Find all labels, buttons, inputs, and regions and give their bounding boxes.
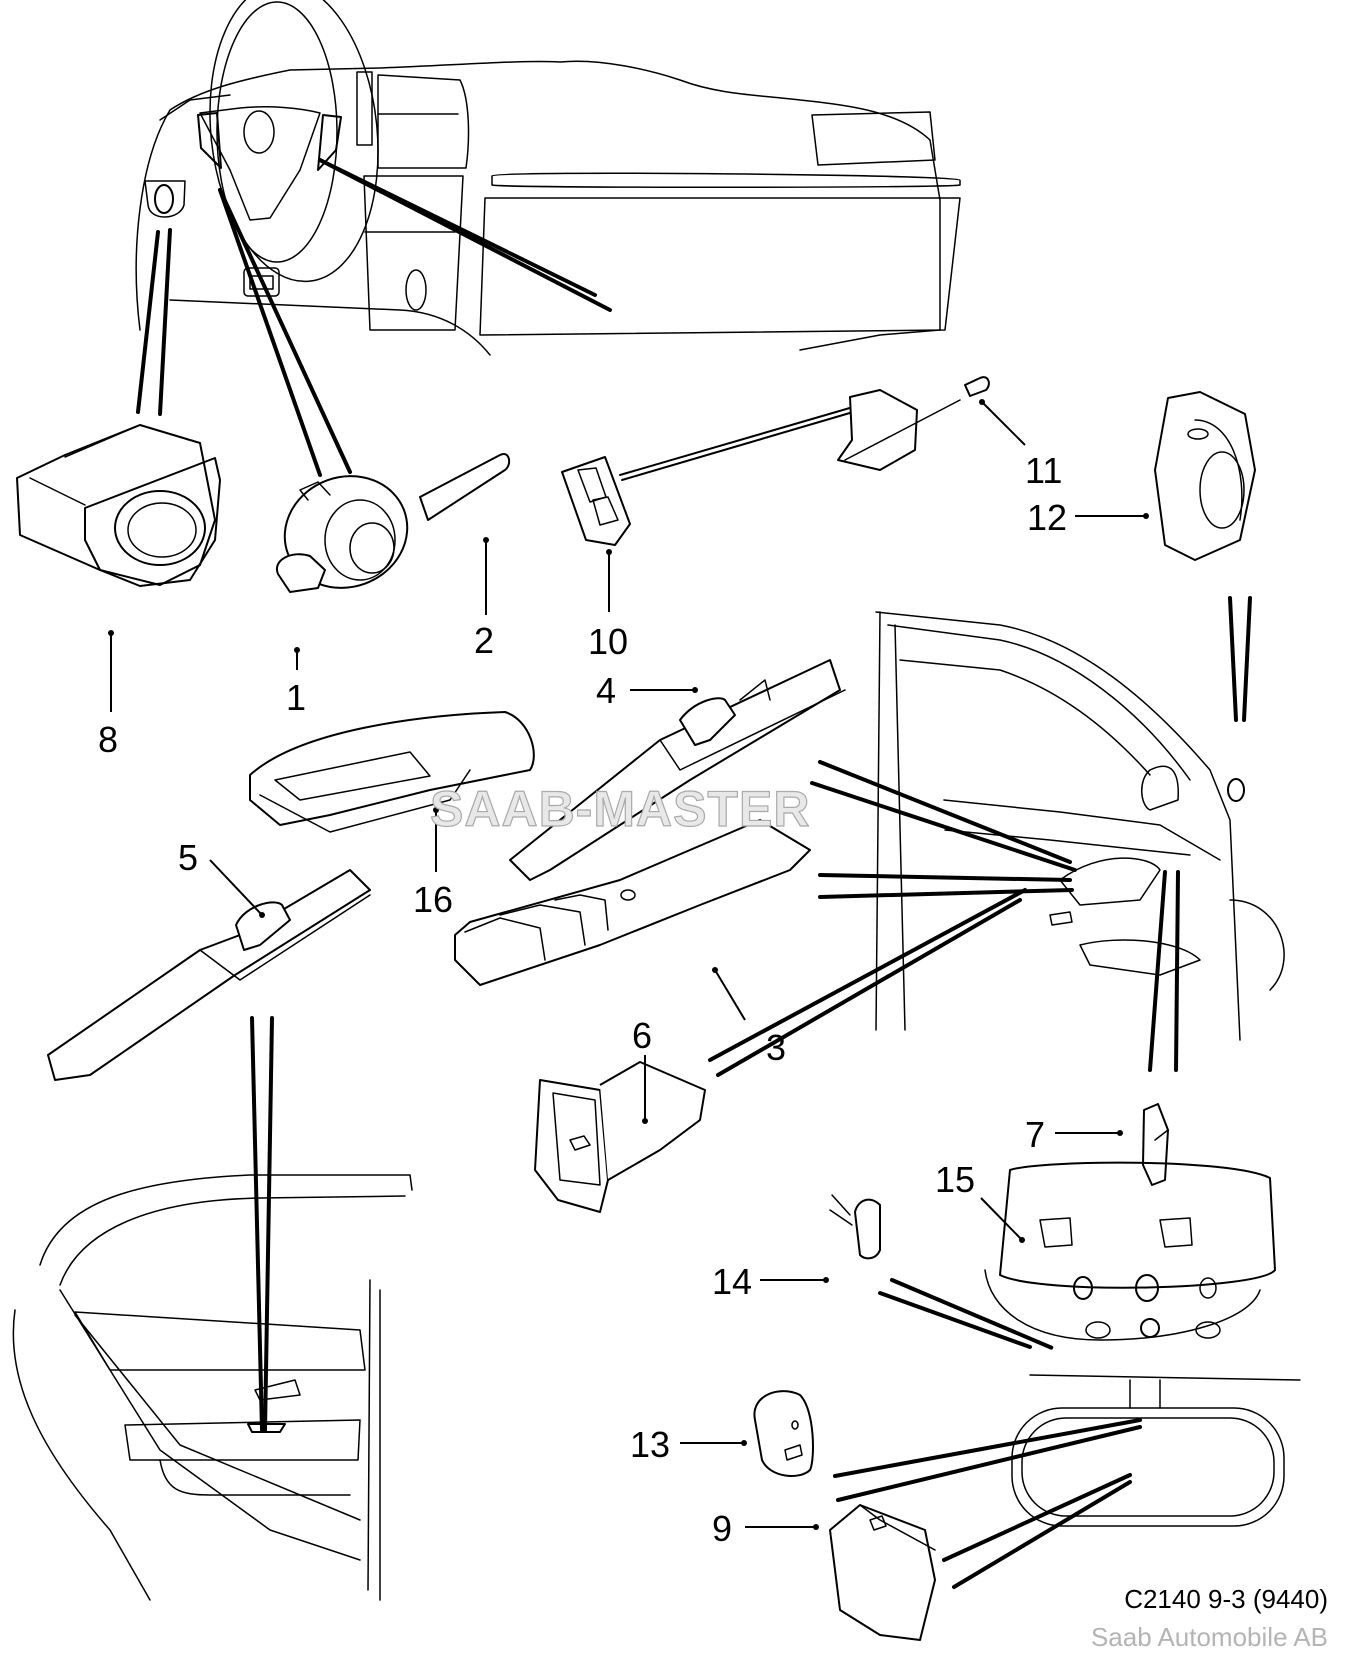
diagram-code-label: C2140 9-3 (9440)	[1124, 1584, 1328, 1614]
svg-text:15: 15	[935, 1159, 975, 1200]
leader-line-9b	[952, 1480, 1132, 1589]
rear-door-illustration	[12, 1174, 413, 1601]
leader-line-4b	[810, 781, 1077, 872]
leader-line-7b	[1174, 870, 1180, 1072]
callout-16[interactable]: 16	[413, 807, 453, 920]
leader-line-3b	[818, 888, 1074, 899]
part-6-trunk-switch	[534, 1061, 706, 1213]
leader-line-12a	[1228, 596, 1238, 722]
leader-line-14a	[890, 1278, 1054, 1350]
callout-15[interactable]: 15	[935, 1159, 1025, 1243]
part-8-light-switch	[16, 424, 221, 587]
callout-13[interactable]: 13	[630, 1424, 747, 1465]
callout-7[interactable]: 7	[1025, 1114, 1123, 1155]
part-4-window-switch	[509, 659, 846, 881]
svg-text:8: 8	[98, 719, 118, 760]
part-9-sunroof-switch	[829, 1504, 936, 1641]
svg-text:16: 16	[413, 879, 453, 920]
part-14-roof-switch	[829, 1194, 881, 1260]
leader-line-4a	[818, 760, 1072, 864]
leader-line-13a	[833, 1418, 1142, 1478]
publisher-label: Saab Automobile AB	[1090, 1622, 1328, 1652]
callout-3[interactable]: 3	[712, 967, 786, 1068]
callout-2[interactable]: 2	[474, 537, 494, 661]
callout-8[interactable]: 8	[98, 630, 118, 760]
svg-text:1: 1	[286, 677, 306, 718]
leader-line-5a	[250, 1016, 264, 1432]
part-15-roof-console	[984, 1161, 1301, 1381]
leader-line-3a	[818, 873, 1072, 882]
svg-text:4: 4	[596, 670, 616, 711]
callout-12[interactable]: 12	[1027, 497, 1149, 538]
svg-text:12: 12	[1027, 497, 1067, 538]
svg-text:7: 7	[1025, 1114, 1045, 1155]
rearview-mirror-illustration	[1011, 1379, 1285, 1527]
svg-text:2: 2	[474, 620, 494, 661]
part-16-switch-bezel	[249, 711, 535, 833]
leader-line-9a	[942, 1473, 1132, 1562]
callout-1[interactable]: 1	[286, 647, 306, 718]
callout-5[interactable]: 5	[178, 837, 265, 918]
svg-text:3: 3	[766, 1027, 786, 1068]
part-13-light-switch	[753, 1390, 814, 1477]
svg-text:10: 10	[588, 621, 628, 662]
leader-line-14b	[878, 1291, 1032, 1349]
svg-text:13: 13	[630, 1424, 670, 1465]
callout-14[interactable]: 14	[712, 1261, 829, 1302]
part-7-door-mirror-switch	[1142, 1103, 1169, 1186]
leader-line-6b	[716, 898, 1022, 1077]
leader-line-5b	[263, 1016, 274, 1432]
dashboard-leader-lines	[136, 158, 612, 477]
part-1-2-stalk-switch	[275, 453, 511, 593]
watermark: SAAB-MASTER	[430, 781, 810, 837]
svg-text:6: 6	[632, 1015, 652, 1056]
leader-line-12b	[1242, 596, 1252, 722]
svg-text:14: 14	[712, 1261, 752, 1302]
part-10-11-steering-buttons	[561, 376, 990, 546]
leader-line-13b	[836, 1425, 1142, 1502]
svg-text:9: 9	[712, 1508, 732, 1549]
callout-9[interactable]: 9	[712, 1508, 819, 1549]
front-door-illustration	[875, 611, 1285, 1041]
leader-line-7a	[1148, 870, 1167, 1072]
dashboard-illustration	[135, 0, 961, 356]
callout-11[interactable]: 11	[979, 399, 1062, 491]
svg-text:11: 11	[1025, 450, 1062, 491]
part-3-window-switch-panel	[454, 819, 811, 986]
part-5-rear-window-switch	[47, 869, 371, 1081]
part-12-mirror-switch	[1154, 391, 1256, 561]
leader-line-6a	[708, 888, 1027, 1062]
svg-text:5: 5	[178, 837, 198, 878]
callout-6[interactable]: 6	[632, 1015, 652, 1124]
callout-10[interactable]: 10	[588, 549, 628, 662]
callout-4[interactable]: 4	[596, 670, 698, 711]
